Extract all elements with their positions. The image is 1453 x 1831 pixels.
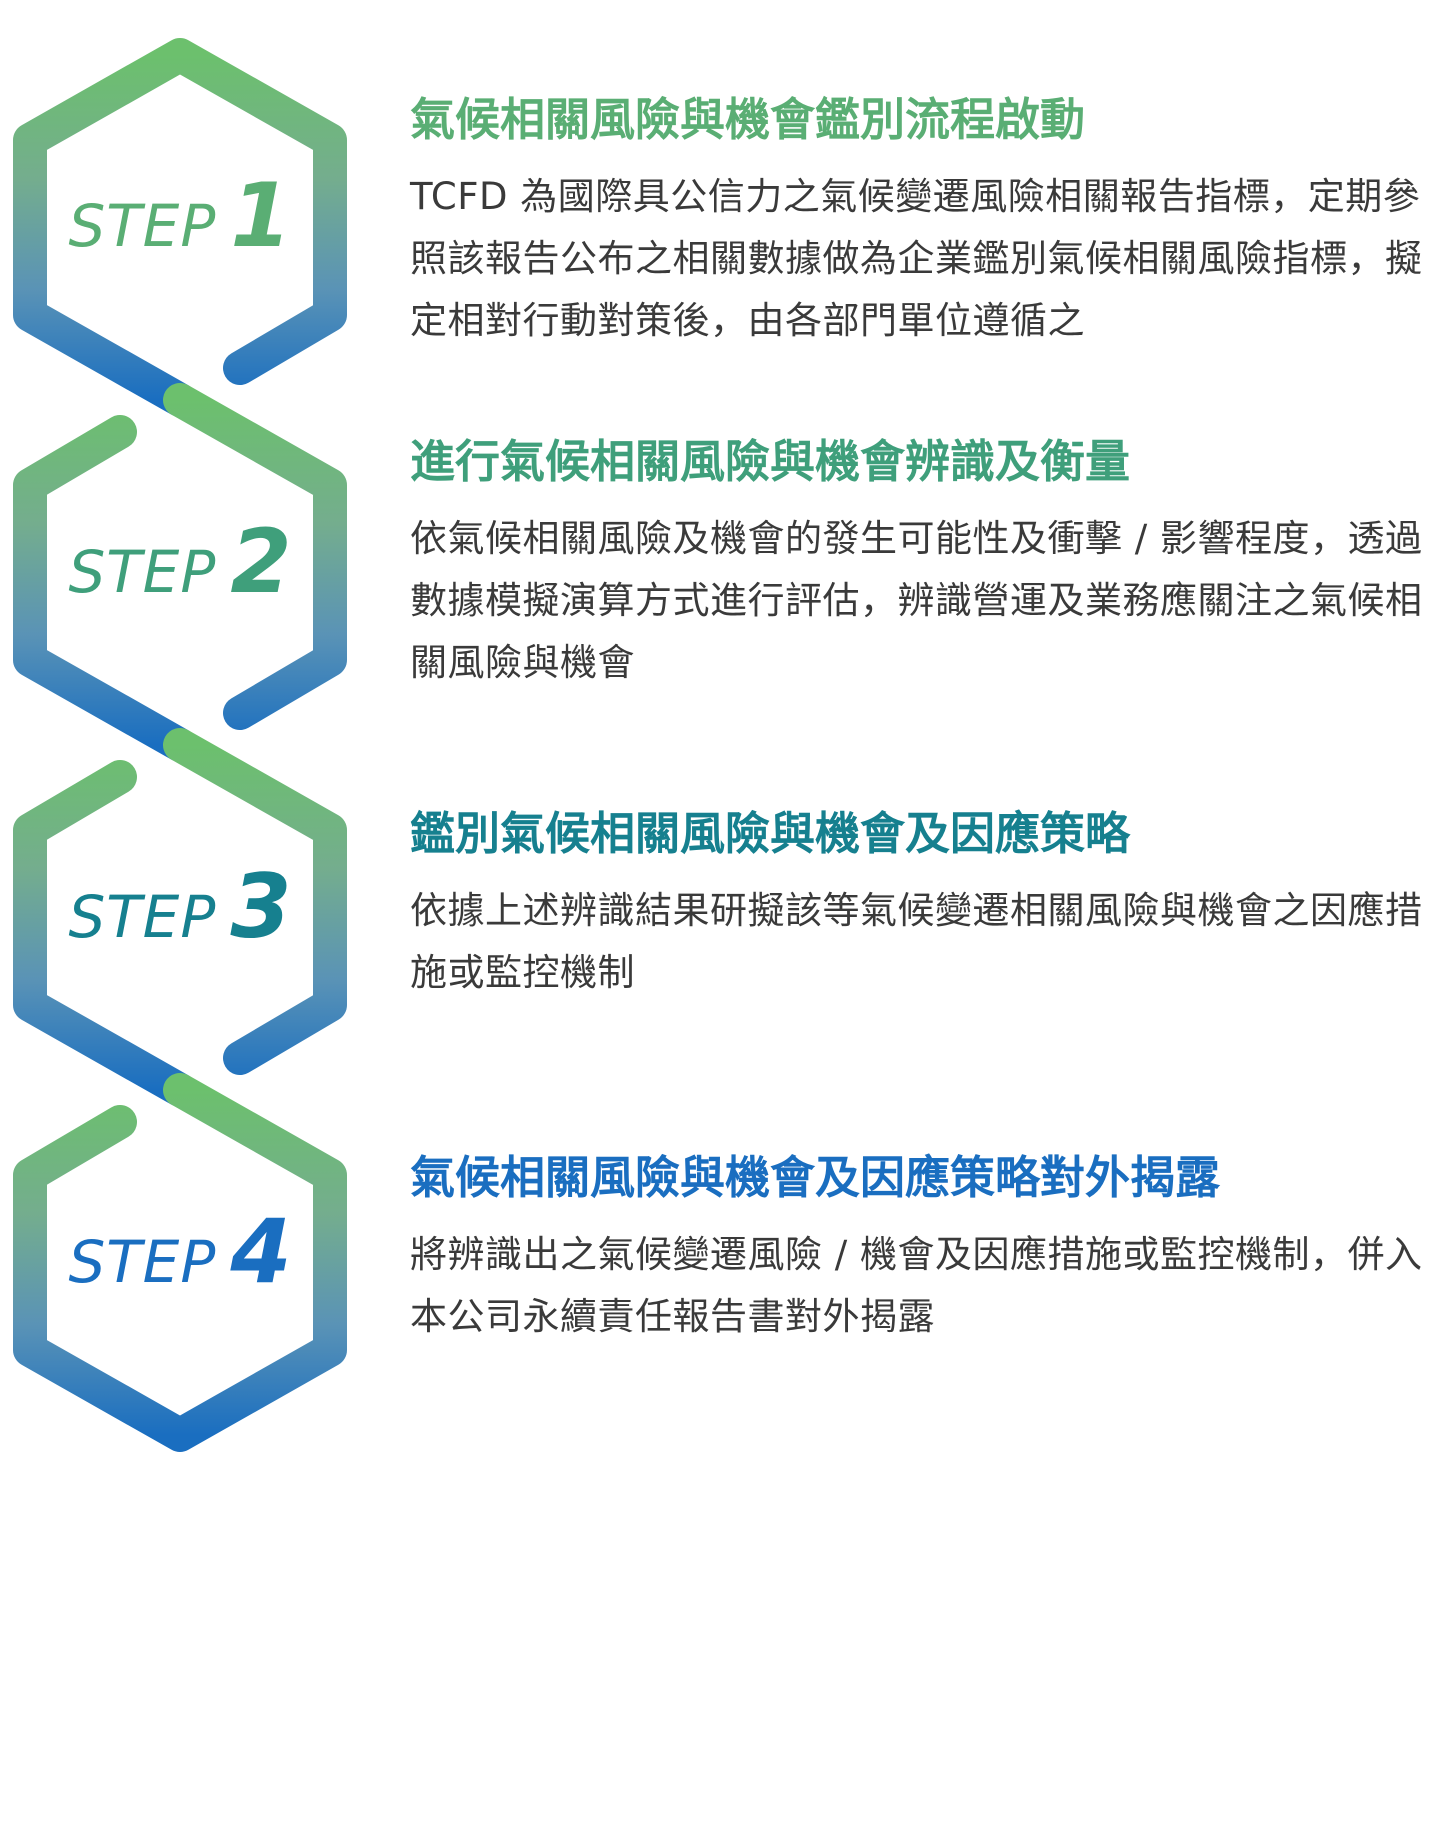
hexagon-step-3 — [13, 728, 347, 1107]
hexagon-step-1 — [13, 38, 347, 417]
step-3-block: 鑑別氣候相關風險與機會及因應策略 依據上述辨識結果研擬該等氣候變遷相關風險與機會… — [410, 804, 1430, 1004]
step-3-title: 鑑別氣候相關風險與機會及因應策略 — [410, 807, 1131, 860]
step-4-description: 將辨識出之氣候變遷風險 / 機會及因應措施或監控機制，併入本公司永續責任報告書對… — [410, 1233, 1423, 1338]
hexagon-chain — [13, 38, 347, 1452]
step-4-number: 4 — [230, 1200, 292, 1303]
hexagon-step-4 — [13, 1073, 347, 1452]
step-2-block: 進行氣候相關風險與機會辨識及衡量 依氣候相關風險及機會的發生可能性及衝擊 / 影… — [410, 432, 1430, 694]
step-3-word: STEP — [68, 883, 217, 951]
step-1-title: 氣候相關風險與機會鑑別流程啟動 — [410, 93, 1086, 146]
step-2-word: STEP — [68, 538, 217, 606]
step-2-description: 依氣候相關風險及機會的發生可能性及衝擊 / 影響程度，透過數據模擬演算方式進行評… — [410, 517, 1423, 684]
step-1-word: STEP — [68, 192, 217, 260]
step-4-word: STEP — [68, 1228, 217, 1296]
step-1-block: 氣候相關風險與機會鑑別流程啟動 TCFD 為國際具公信力之氣候變遷風險相關報告指… — [410, 90, 1430, 352]
step-3-description: 依據上述辨識結果研擬該等氣候變遷相關風險與機會之因應措施或監控機制 — [410, 889, 1423, 994]
step-1-description: TCFD 為國際具公信力之氣候變遷風險相關報告指標，定期參照該報告公布之相關數據… — [410, 175, 1423, 342]
step-1-number: 1 — [230, 164, 292, 267]
step-4-block: 氣候相關風險與機會及因應策略對外揭露 將辨識出之氣候變遷風險 / 機會及因應措施… — [410, 1148, 1430, 1348]
step-3-number: 3 — [230, 855, 292, 958]
step-2-title: 進行氣候相關風險與機會辨識及衡量 — [410, 435, 1131, 488]
step-2-number: 2 — [230, 510, 292, 613]
hexagon-step-2 — [13, 383, 347, 762]
step-4-title: 氣候相關風險與機會及因應策略對外揭露 — [410, 1151, 1221, 1204]
